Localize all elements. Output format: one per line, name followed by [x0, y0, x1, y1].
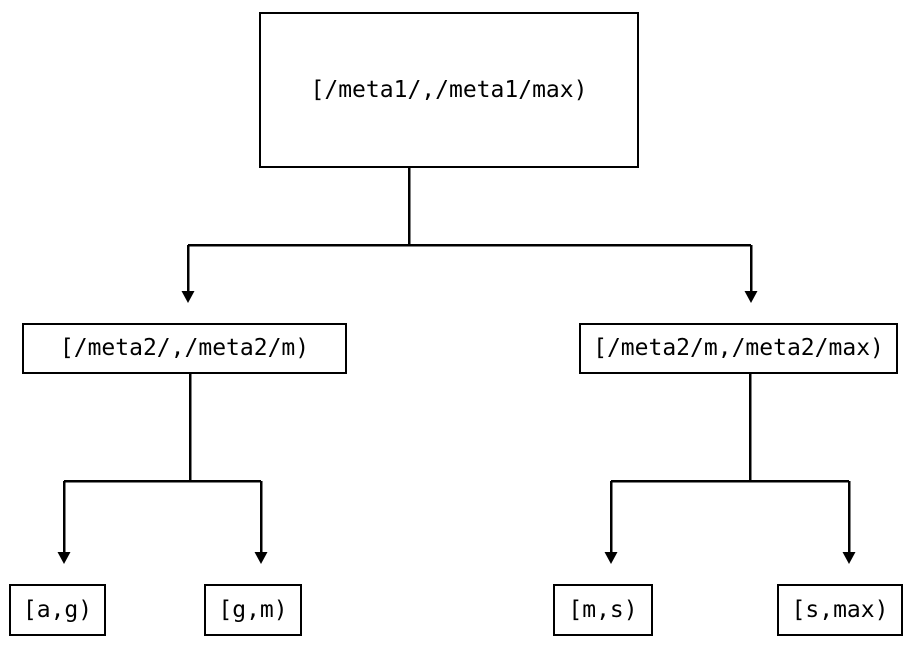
tree-node-level2-left-label: [/meta2/,/meta2/m) [59, 335, 310, 361]
tree-node-leaf-s-max[interactable]: [s,max) [777, 584, 903, 636]
tree-node-leaf-m-s-label: [m,s) [568, 596, 638, 623]
arrowhead-to-leaf-ms [604, 552, 618, 564]
arrowhead-to-leaf-ag [57, 552, 71, 564]
tree-node-level2-right-label: [/meta2/m,/meta2/max) [593, 335, 884, 361]
arrowhead-to-leaf-gm [254, 552, 268, 564]
tree-node-level2-left[interactable]: [/meta2/,/meta2/m) [22, 323, 347, 374]
tree-node-leaf-s-max-label: [s,max) [791, 596, 889, 623]
tree-node-root[interactable]: [/meta1/,/meta1/max) [259, 12, 639, 168]
tree-node-leaf-m-s[interactable]: [m,s) [553, 584, 653, 636]
arrowhead-to-leaf-smax [842, 552, 856, 564]
arrowhead-to-l2-right [744, 291, 758, 303]
tree-node-level2-right[interactable]: [/meta2/m,/meta2/max) [579, 323, 898, 374]
tree-node-leaf-a-g[interactable]: [a,g) [9, 584, 106, 636]
tree-node-leaf-g-m-label: [g,m) [218, 596, 288, 623]
tree-node-leaf-a-g-label: [a,g) [22, 596, 93, 623]
tree-node-root-label: [/meta1/,/meta1/max) [310, 76, 588, 103]
tree-node-leaf-g-m[interactable]: [g,m) [204, 584, 302, 636]
arrowhead-to-l2-left [181, 291, 195, 303]
